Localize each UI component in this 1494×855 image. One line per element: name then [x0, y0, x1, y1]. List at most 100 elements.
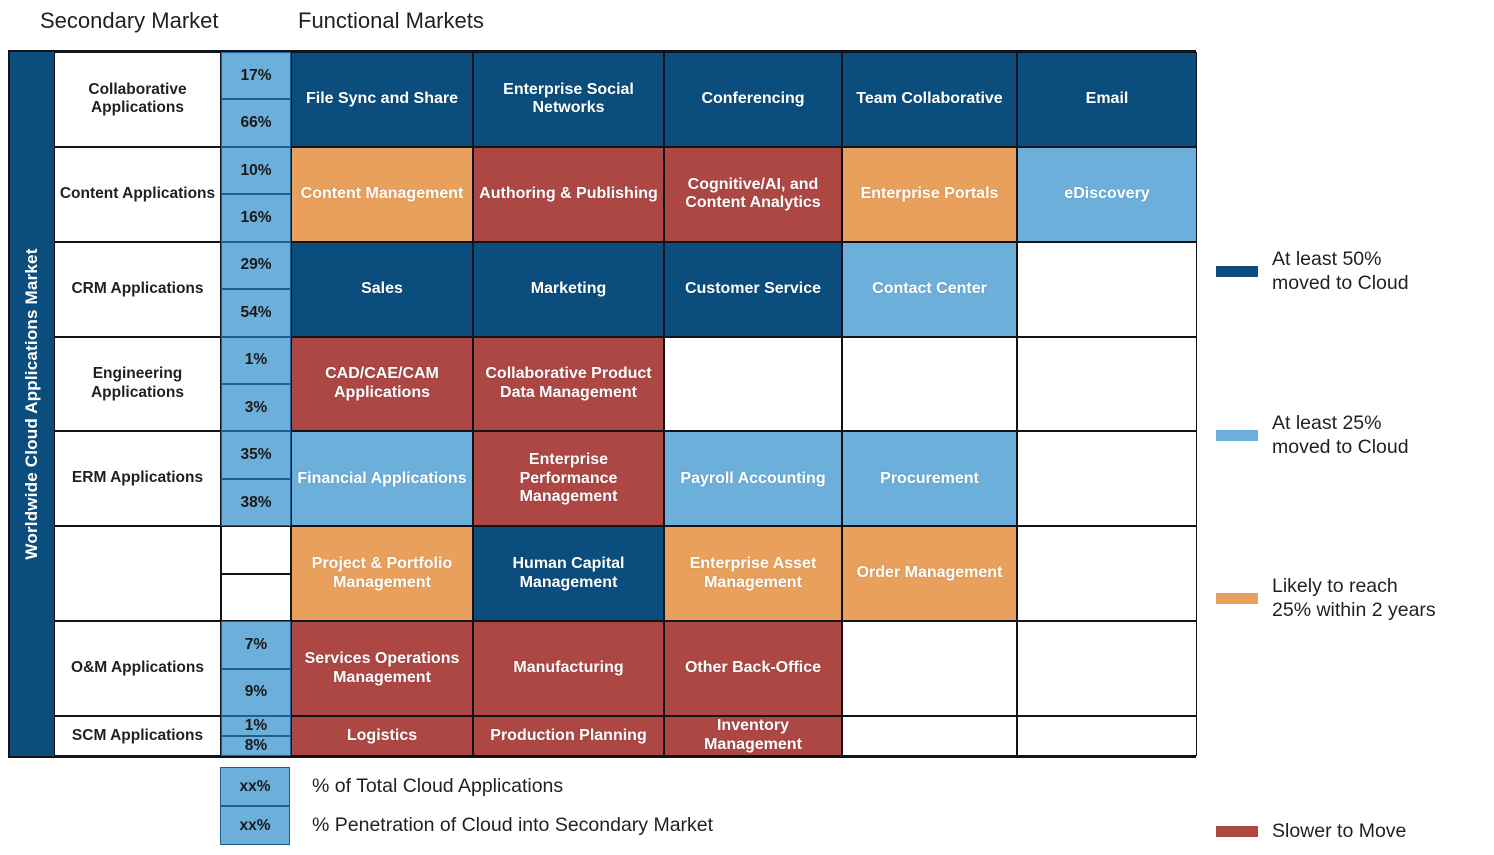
cell-label: Team Collaborative	[856, 90, 1003, 108]
percentage-key-label: % Penetration of Cloud into Secondary Ma…	[312, 814, 714, 836]
cell-label: 16%	[240, 208, 272, 226]
legend-item: Slower to Move	[1216, 820, 1406, 844]
functional-market-cell-empty	[1017, 336, 1197, 432]
cell-label: Content Management	[300, 185, 464, 202]
cell-label: Customer Service	[684, 279, 822, 297]
functional-market-cell: Human Capital Management	[473, 526, 664, 622]
cell-label: 1%	[244, 351, 268, 369]
pct-penetration-secondary-market: 54%	[221, 289, 291, 337]
matrix-grid: Collaborative Applications 17% 66% File Syn…	[54, 52, 1197, 756]
cloud-applications-matrix: Worldwide Cloud Applications Market Coll…	[8, 50, 1197, 758]
functional-market-cell: eDiscovery	[1017, 146, 1197, 242]
cell-label: 35%	[240, 446, 272, 464]
pct-total-cloud-apps: 1%	[221, 715, 291, 736]
cell-label: O&M Applications	[71, 659, 204, 677]
cell-label: Authoring & Publishing	[479, 185, 658, 202]
cell-label: Other Back-Office	[684, 659, 822, 677]
caption-functional-markets: Functional Markets	[298, 8, 484, 33]
functional-market-cell: Cognitive/AI, and Content Analytics	[664, 146, 842, 242]
functional-market-cell: Project & Portfolio Management	[291, 526, 473, 622]
legend-item: At least 50%moved to Cloud	[1216, 248, 1409, 296]
cell-label: Enterprise Portals	[860, 185, 999, 202]
pct-total-cloud-apps: 35%	[221, 431, 291, 479]
percentage-key-box: xx%	[220, 806, 290, 845]
cell-label: CRM Applications	[71, 279, 204, 297]
cell-label: Cognitive/AI, and Content Analytics	[685, 175, 821, 212]
cell-label: Order Management	[856, 564, 1003, 582]
functional-market-cell-empty	[842, 336, 1017, 432]
caption-secondary-market: Secondary Market	[40, 8, 219, 33]
pct-penetration-secondary-market: 38%	[221, 478, 291, 527]
cell-label: Sales	[361, 279, 403, 297]
functional-market-cell: Marketing	[473, 241, 664, 337]
cell-label: Human Capital Management	[512, 555, 625, 591]
cell-label: Engineering Applications	[90, 365, 184, 401]
functional-market-cell: CAD/CAE/CAM Applications	[291, 336, 473, 432]
percentage-key-box: xx%	[220, 767, 290, 806]
pct-total-cloud-apps	[221, 526, 291, 574]
cell-label: 29%	[240, 256, 272, 274]
pct-total-cloud-apps: 17%	[221, 52, 291, 100]
functional-market-cell: Payroll Accounting	[664, 431, 842, 527]
legend-label-line2: 25% within 2 years	[1272, 598, 1436, 621]
pct-penetration-secondary-market: 8%	[221, 735, 291, 756]
secondary-market-cell: ERM Applications	[54, 431, 221, 527]
cell-label: Payroll Accounting	[680, 469, 826, 487]
percentage-key-row: xx%% of Total Cloud Applications	[220, 767, 1120, 806]
cell-label: 66%	[240, 114, 272, 132]
cell-label: Marketing	[530, 279, 607, 297]
pct-penetration-secondary-market: 16%	[221, 194, 291, 242]
column-captions: Secondary Market Functional Markets	[0, 8, 1210, 44]
cell-label: Procurement	[880, 469, 979, 487]
cell-label: Logistics	[346, 726, 418, 744]
functional-market-cell: Other Back-Office	[664, 621, 842, 716]
cell-label: eDiscovery	[1064, 185, 1150, 202]
cell-label: Enterprise Performance Management	[519, 451, 618, 506]
cell-label: File Sync and Share	[305, 90, 459, 108]
cell-label: CAD/CAE/CAM Applications	[325, 365, 439, 401]
secondary-market-cell: O&M Applications	[54, 621, 221, 716]
legend-swatch	[1216, 266, 1258, 278]
cell-label: Manufacturing	[513, 659, 624, 677]
functional-market-cell-empty	[842, 715, 1017, 756]
legend-swatch	[1216, 593, 1258, 605]
functional-market-cell: Enterprise Asset Management	[664, 526, 842, 622]
functional-market-cell: Enterprise Portals	[842, 146, 1017, 242]
functional-market-cell: Contact Center	[842, 241, 1017, 337]
secondary-market-cell: CRM Applications	[54, 241, 221, 337]
percentage-key-row: xx% % Penetration of Cloud into Secondary…	[220, 806, 1120, 845]
pct-total-cloud-apps: 10%	[221, 146, 291, 195]
cell-label: Enterprise Asset Management	[689, 555, 817, 591]
functional-market-cell-empty	[1017, 621, 1197, 716]
cell-label: Collaborative Applications	[88, 80, 187, 117]
legend-label: At least 25%moved to Cloud	[1272, 412, 1409, 460]
functional-market-cell: Sales	[291, 241, 473, 337]
functional-market-cell: Content Management	[291, 146, 473, 242]
cell-label: 54%	[240, 303, 272, 321]
legend-label-line2: moved to Cloud	[1272, 271, 1409, 294]
pct-total-cloud-apps: 7%	[221, 621, 291, 669]
functional-market-cell: Enterprise Performance Management	[473, 431, 664, 527]
vertical-axis-title: Worldwide Cloud Applications Market	[10, 52, 54, 756]
cell-label: 7%	[244, 635, 268, 653]
legend-label-line1: Slower to Move	[1272, 820, 1407, 842]
legend-label-line2: moved to Cloud	[1272, 435, 1409, 458]
functional-market-cell: Order Management	[842, 526, 1017, 622]
secondary-market-cell: Engineering Applications	[54, 336, 221, 432]
cell-label: 38%	[240, 493, 272, 511]
cell-label: Contact Center	[872, 279, 987, 297]
color-legend: At least 50%moved to Cloud At least 25%mo…	[1216, 50, 1494, 842]
cell-label: Financial Applications	[297, 469, 467, 487]
cell-label: 10%	[240, 161, 272, 179]
cell-label: 17%	[240, 66, 272, 84]
functional-market-cell-empty	[842, 621, 1017, 716]
legend-item: At least 25%moved to Cloud	[1216, 412, 1409, 460]
secondary-market-cell: SCM Applications	[54, 715, 221, 756]
cell-label: Enterprise Social Networks	[503, 80, 634, 117]
functional-market-cell: Procurement	[842, 431, 1017, 527]
vertical-axis-title-label: Worldwide Cloud Applications Market	[22, 248, 41, 560]
legend-label: At least 50%moved to Cloud	[1272, 248, 1409, 296]
cell-label: Production Planning	[490, 726, 647, 744]
